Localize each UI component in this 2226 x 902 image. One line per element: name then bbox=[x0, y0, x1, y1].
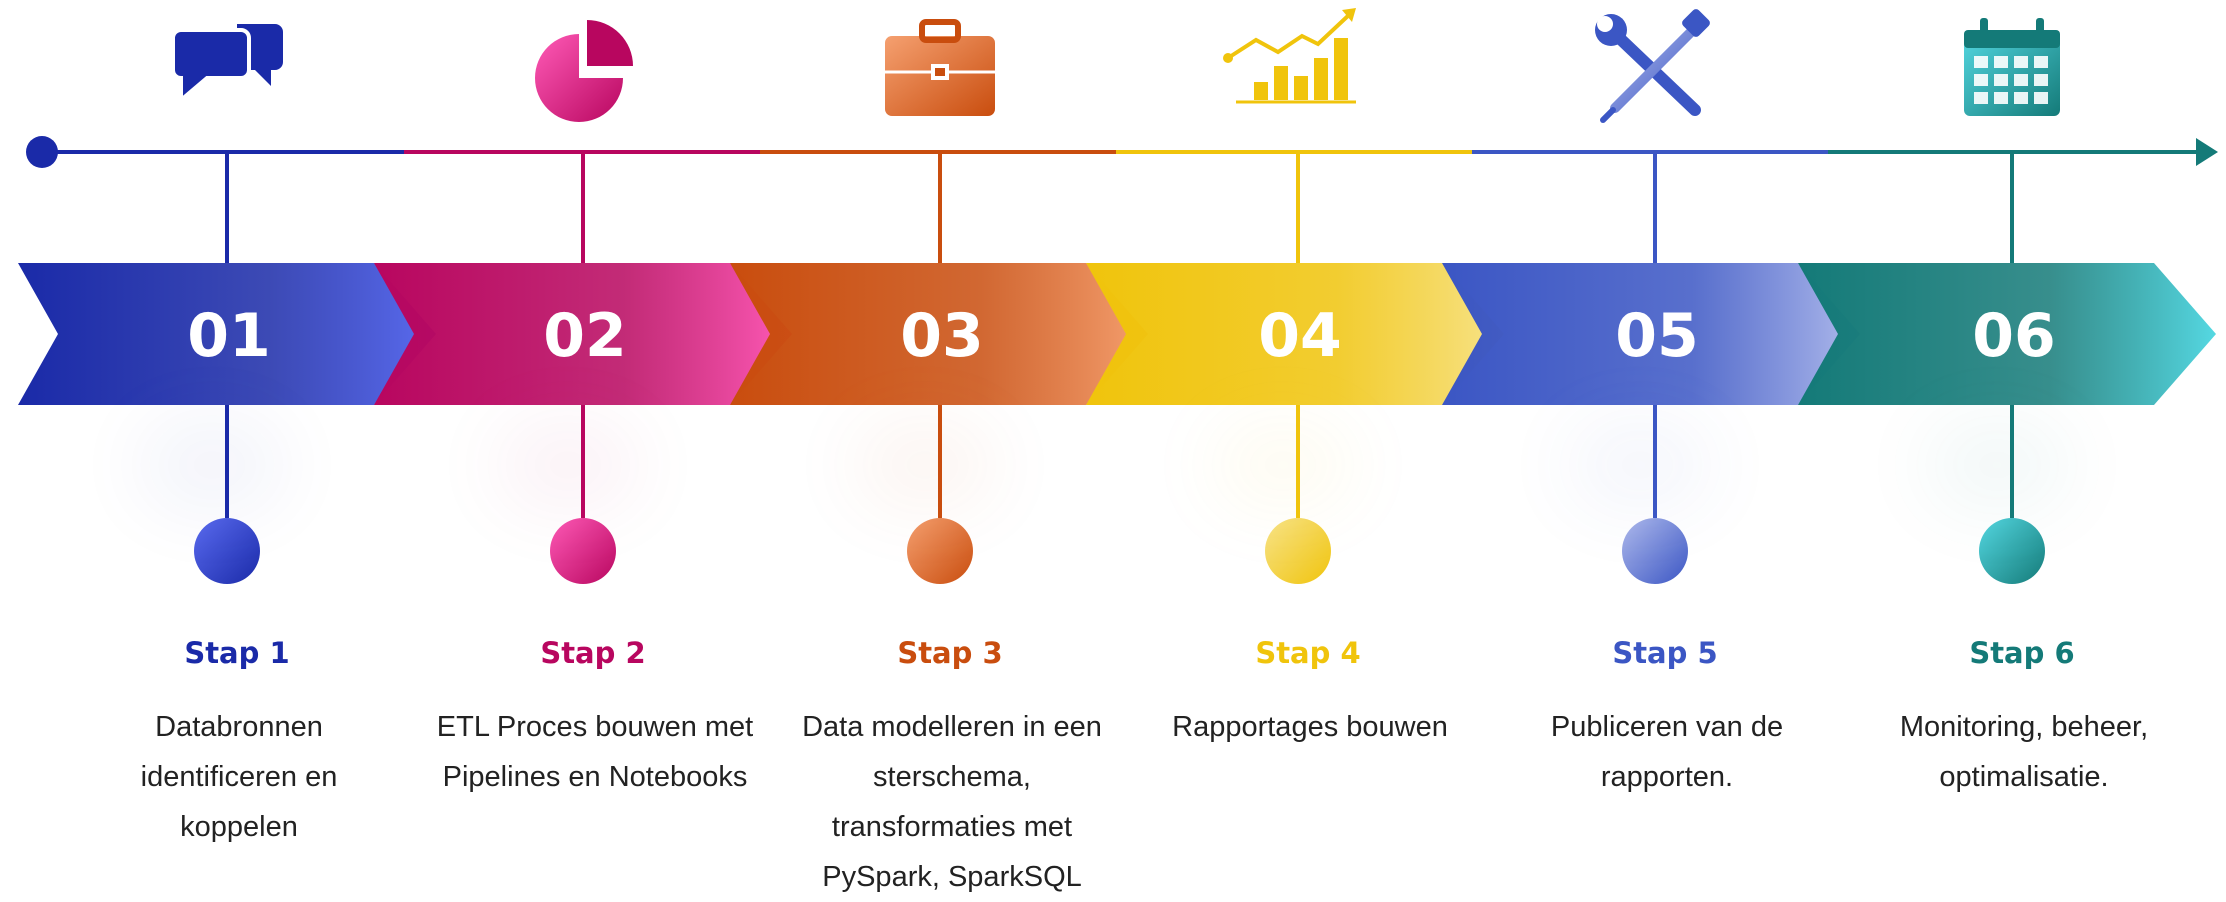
description-line: optimalisatie. bbox=[1939, 761, 2109, 793]
description-line: transformaties met bbox=[831, 811, 1073, 843]
description-line: PySpark, SparkSQL bbox=[822, 861, 1082, 893]
step-chevron bbox=[730, 263, 1148, 405]
step-description: Data modelleren in een sterschema, transfo… bbox=[782, 702, 1122, 902]
briefcase-icon bbox=[885, 19, 995, 116]
bar-chart-growth-icon bbox=[1223, 8, 1356, 104]
timeline-arrow-head bbox=[2196, 138, 2218, 166]
step-dot bbox=[907, 518, 973, 584]
step-number: 06 bbox=[1972, 301, 2056, 371]
step-title: Stap 1 bbox=[184, 636, 290, 670]
description-line: Data modelleren in een bbox=[802, 711, 1102, 743]
step-dot bbox=[550, 518, 616, 584]
step-title: Stap 4 bbox=[1255, 636, 1361, 670]
step-chevron bbox=[1442, 263, 1860, 405]
step-description: Rapportages bouwen bbox=[1140, 702, 1480, 752]
step-chevron bbox=[374, 263, 792, 405]
description-line: sterschema, bbox=[873, 761, 1031, 793]
description-line: Publiceren van de bbox=[1550, 711, 1784, 743]
chat-bubbles-icon bbox=[171, 24, 283, 105]
step-title: Stap 2 bbox=[540, 636, 646, 670]
description-line: rapporten. bbox=[1600, 761, 1734, 793]
step-dot bbox=[1979, 518, 2045, 584]
step-number: 05 bbox=[1615, 301, 1699, 371]
description-line: Rapportages bouwen bbox=[1172, 711, 1448, 743]
description-line: Databronnen bbox=[155, 711, 323, 743]
step-chevron bbox=[1086, 263, 1504, 405]
step-dot bbox=[194, 518, 260, 584]
step-dot bbox=[1622, 518, 1688, 584]
step-description: Databronnen identificeren en koppelen bbox=[69, 702, 409, 852]
step-dot bbox=[1265, 518, 1331, 584]
step-title: Stap 6 bbox=[1969, 636, 2075, 670]
step-title: Stap 3 bbox=[897, 636, 1003, 670]
description-line: koppelen bbox=[180, 811, 298, 843]
step-title: Stap 5 bbox=[1612, 636, 1718, 670]
pie-chart-icon bbox=[535, 20, 633, 122]
description-line: Pipelines en Notebooks bbox=[442, 761, 748, 793]
calendar-icon bbox=[1964, 18, 2060, 116]
description-line: ETL Proces bouwen met bbox=[436, 711, 754, 743]
description-line: Monitoring, beheer, bbox=[1899, 711, 2149, 743]
step-number: 02 bbox=[543, 301, 627, 371]
step-number: 01 bbox=[187, 301, 271, 371]
description-line: identificeren en bbox=[140, 761, 338, 793]
step-description: Monitoring, beheer, optimalisatie. bbox=[1854, 702, 2194, 802]
step-number: 03 bbox=[900, 301, 984, 371]
tools-icon bbox=[1595, 9, 1710, 123]
step-chevron bbox=[18, 263, 436, 405]
step-chevron bbox=[1798, 263, 2216, 405]
step-number: 04 bbox=[1258, 301, 1342, 371]
step-description: Publiceren van de rapporten. bbox=[1497, 702, 1837, 802]
